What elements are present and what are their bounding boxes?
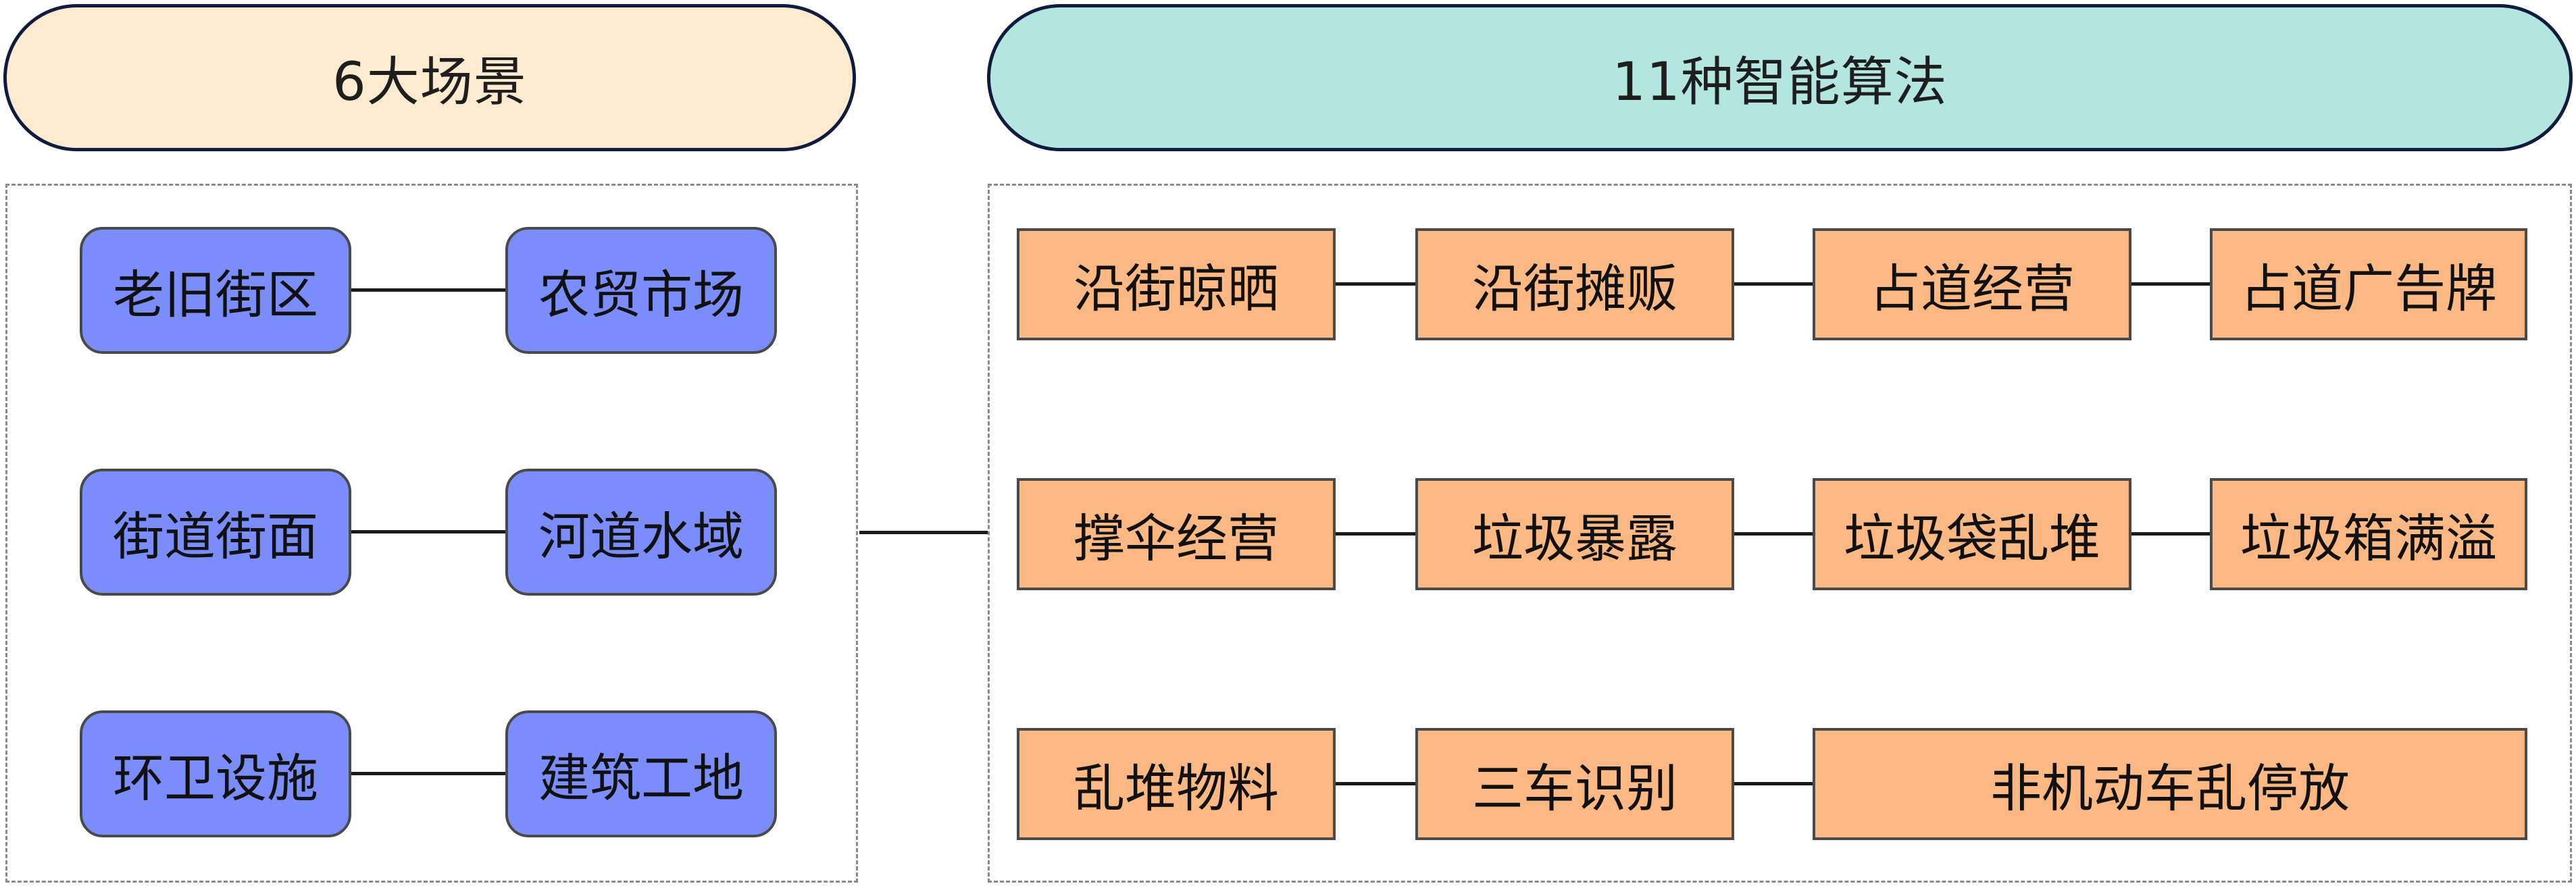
algorithms-header: 11种智能算法 — [987, 4, 2573, 151]
scene-connector — [351, 772, 505, 775]
algorithm-node: 沿街摊贩 — [1415, 228, 1734, 340]
algorithm-connector — [1734, 282, 1813, 286]
algorithm-node: 撑伞经营 — [1017, 478, 1336, 590]
algorithm-node: 非机动车乱停放 — [1813, 728, 2527, 840]
group-connector — [859, 531, 988, 534]
algorithm-connector — [1734, 532, 1813, 536]
scene-node: 建筑工地 — [505, 710, 777, 837]
algorithm-connector — [1336, 282, 1415, 286]
algorithms-group-frame — [988, 184, 2572, 883]
algorithm-connector — [1336, 532, 1415, 536]
algorithm-connector — [1734, 782, 1813, 785]
algorithm-node: 垃圾暴露 — [1415, 478, 1734, 590]
algorithm-node: 占道广告牌 — [2210, 228, 2527, 340]
algorithm-node: 垃圾袋乱堆 — [1813, 478, 2131, 590]
algorithm-node: 占道经营 — [1813, 228, 2131, 340]
algorithm-node: 三车识别 — [1415, 728, 1734, 840]
scene-node: 农贸市场 — [505, 227, 777, 354]
algorithm-connector — [1336, 782, 1415, 785]
scenes-group-frame — [5, 184, 858, 883]
scenes-header: 6大场景 — [3, 4, 856, 151]
scene-connector — [351, 288, 505, 292]
algorithm-connector — [2131, 532, 2210, 536]
scene-node: 老旧街区 — [80, 227, 351, 354]
algorithm-node: 沿街晾晒 — [1017, 228, 1336, 340]
algorithm-node: 乱堆物料 — [1017, 728, 1336, 840]
algorithm-node: 垃圾箱满溢 — [2210, 478, 2527, 590]
algorithm-connector — [2131, 282, 2210, 286]
scene-connector — [351, 530, 505, 533]
scene-node: 河道水域 — [505, 469, 777, 596]
scene-node: 环卫设施 — [80, 710, 351, 837]
scene-node: 街道街面 — [80, 469, 351, 596]
